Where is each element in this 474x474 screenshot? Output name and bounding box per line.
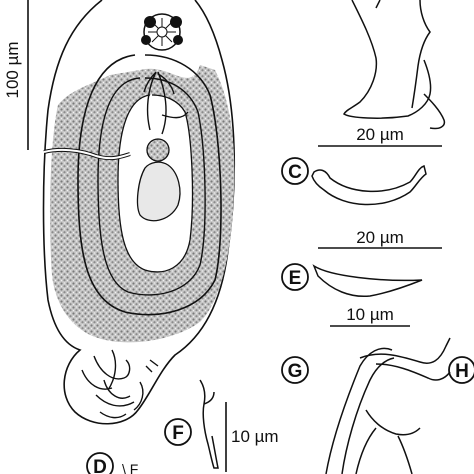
- panel-g: G: [281, 356, 309, 384]
- panel-g-letter: G: [288, 361, 303, 382]
- panel-h: H: [448, 356, 474, 384]
- hook-f-scale-label: 10 µm: [231, 427, 279, 446]
- bar-c-scale-label: 20 µm: [356, 228, 404, 247]
- bar-drawing-c: [311, 165, 427, 206]
- hook-scale-bar: 20 µm: [318, 125, 442, 147]
- panel-d-tail-mark: \ F: [122, 461, 138, 474]
- anchor-drawing-g: [325, 337, 451, 474]
- haptor: [81, 349, 159, 419]
- intestinal-loop-inner: [97, 77, 206, 296]
- panel-e-badge: [281, 263, 309, 291]
- bar-e-scale-label: 10 µm: [346, 305, 394, 324]
- panel-f-badge: [164, 418, 192, 446]
- testis: [136, 161, 181, 222]
- panel-d-letter: D: [93, 457, 107, 474]
- intestinal-loop-outer: [77, 54, 222, 316]
- ootype: [146, 138, 170, 162]
- body-scale-bar: 100 µm: [3, 0, 29, 150]
- hook-scale-label: 20 µm: [356, 125, 404, 144]
- eye-spot-left-lower: [141, 35, 151, 45]
- panel-c-letter: C: [288, 162, 302, 183]
- panel-d-badge: [86, 452, 114, 474]
- panel-c: C 20 µm: [281, 157, 442, 249]
- whole-body-illustration: [42, 0, 236, 425]
- bar-drawing-e: [312, 264, 423, 298]
- panel-g-badge: [281, 356, 309, 384]
- panel-e: E 10 µm: [281, 263, 423, 327]
- body-scale-label: 100 µm: [3, 41, 22, 98]
- panel-f-letter: F: [172, 423, 184, 444]
- copulatory-organ: [143, 71, 189, 135]
- hook-drawing-b: [343, 0, 446, 130]
- panel-f: F 10 µm: [164, 379, 279, 472]
- panel-d: D \ F: [86, 452, 138, 474]
- hook-drawing-f: [199, 379, 219, 469]
- eye-spot-right-lower: [173, 35, 183, 45]
- panel-h-badge: [448, 356, 474, 384]
- eye-spot-left: [144, 16, 156, 28]
- eye-spot-right: [170, 16, 182, 28]
- panel-h-letter: H: [455, 361, 469, 382]
- panel-c-badge: [281, 157, 309, 185]
- panel-e-letter: E: [289, 268, 302, 289]
